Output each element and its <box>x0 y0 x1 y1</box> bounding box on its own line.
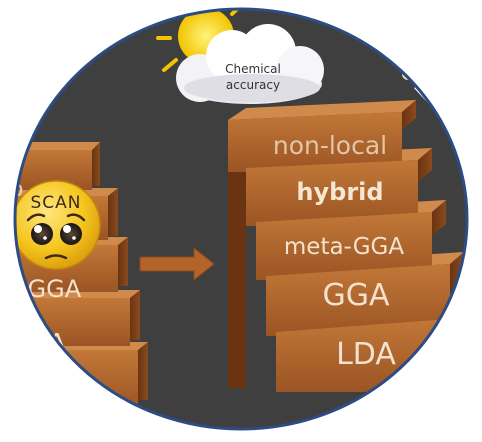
emoji-face <box>15 180 101 270</box>
rung-nonlocal: non-local <box>273 131 387 160</box>
rung-gga: GGA <box>322 278 389 313</box>
cloud-line-1: Chemical <box>225 62 281 76</box>
rung-lda: LDA <box>336 337 396 372</box>
cloud-icon: Chemical accuracy <box>176 24 324 104</box>
left-rung-label-2: i <box>8 231 14 256</box>
scan-emoji: SCAN <box>15 180 101 270</box>
right-staircase: non-local hybrid meta-GGA GGA LDA <box>228 100 467 392</box>
left-eye <box>31 223 53 245</box>
left-rung-label-1: o <box>10 177 23 202</box>
circle-border <box>13 7 469 431</box>
right-eye <box>60 223 82 245</box>
cloud-line-2: accuracy <box>226 78 280 92</box>
rung-hybrid: hybrid <box>296 178 383 206</box>
emoji-label: SCAN <box>30 193 81 213</box>
transition-arrow <box>139 246 215 282</box>
rung-meta-gga: meta-GGA <box>284 234 404 260</box>
